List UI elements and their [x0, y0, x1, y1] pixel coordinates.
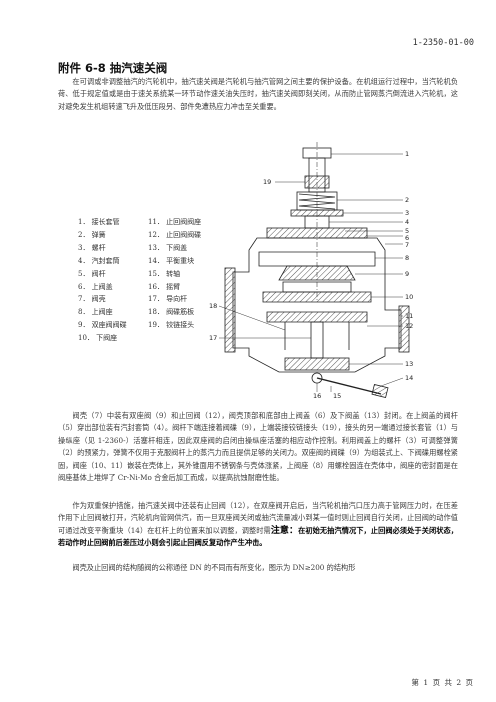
legend-item: 15． 转轴: [148, 269, 181, 278]
callout-label: 17: [209, 334, 217, 342]
callout-label: 5: [405, 227, 409, 235]
page-title: 附件 6-8 抽汽速关阀: [58, 61, 168, 75]
lower-seat: [262, 291, 372, 303]
legend-row: 7． 阀壳 17． 导向杆: [78, 293, 201, 306]
lower-bonnet: [284, 357, 350, 371]
callout-label: 16: [313, 392, 321, 400]
guide-rod: [310, 321, 324, 359]
legend-row: 3． 螺杆 13． 下阀盖: [78, 242, 201, 255]
legend-item: 14． 平衡重块: [148, 256, 195, 265]
diagram-callouts: 1 2 3 4 5 6 7 8 9 10 11 12 13 14 15 16 1…: [209, 150, 413, 400]
callout-label: 18: [209, 302, 217, 310]
upper-bonnet: [266, 227, 368, 239]
document-number: 1-2350-01-00: [412, 38, 474, 48]
legend-row: 10． 下阀座: [78, 332, 201, 345]
legend-item: 8． 上阀座: [78, 308, 113, 317]
legend-item: 2． 弹簧: [78, 230, 106, 239]
hinge-joint: [304, 175, 330, 189]
valve-cross-section-diagram: 1 2 3 4 5 6 7 8 9 10 11 12 13 14 15 16 1…: [209, 142, 413, 400]
spring: [298, 193, 336, 210]
legend-item: 7． 阀壳: [78, 295, 106, 304]
disc-lower: [282, 281, 352, 293]
legend-row: 5． 阀杆 15． 转轴: [78, 268, 201, 281]
check-valve-paragraph: 作为双重保护措施，抽汽速关阀中还装有止回阀（12），在双座阀开启后，当汽轮机抽汽…: [58, 500, 458, 550]
callout-label: 13: [405, 360, 413, 368]
structure-paragraph: 阀壳（7）中装有双座阀（9）和止回阀（12），阀壳顶部和底部由上阀盖（6）及下阀…: [58, 411, 458, 483]
intro-paragraph: 在可调或非调整抽汽的汽轮机中，抽汽速关阀是汽轮机与抽汽管网之间主要的保护设备。在…: [58, 77, 458, 111]
legend-row: 8． 上阀座 18． 阀碟筋板: [78, 306, 201, 319]
legend-item: 13． 下阀盖: [148, 243, 188, 252]
structure-variation-paragraph: 阀壳及止回阀的结构随阀的公称通径 DN 的不同而有所变化，图示为 DN≥200 …: [72, 563, 356, 572]
callout-label: 9: [405, 270, 409, 278]
callout-label: 11: [405, 312, 413, 320]
legend-item: 19． 铰链接头: [148, 321, 195, 330]
legend-item: 6． 上阀盖: [78, 282, 113, 291]
callout-label: 19: [263, 178, 271, 186]
callout-label: 8: [405, 254, 409, 262]
legend-item: 1． 接长套管: [78, 218, 120, 226]
callout-label: 12: [405, 322, 413, 330]
legend-item: 16． 摇臂: [148, 282, 181, 291]
callout-label: 2: [405, 196, 409, 204]
legend-row: 6． 上阀盖 16． 摇臂: [78, 281, 201, 294]
legend-item: 18． 阀碟筋板: [148, 308, 195, 317]
legend-row: 2． 弹簧 12． 止回阀阀碟: [78, 229, 201, 242]
gland-screw: [290, 209, 344, 217]
parts-legend: 1． 接长套管 11． 止回阀阀座 2． 弹簧 12． 止回阀阀碟 3． 螺杆 13．…: [78, 216, 201, 345]
callout-label: 7: [405, 241, 409, 249]
legend-item: 5． 阀杆: [78, 269, 106, 278]
double-seat-disc: [278, 265, 356, 281]
check-valve-disc: [266, 311, 368, 323]
legend-item: 10． 下阀座: [78, 334, 118, 343]
legend-item: 11． 止回阀阀座: [148, 218, 202, 226]
callout-label: 3: [405, 209, 409, 217]
check-valve-text: 作为双重保护措施，抽汽速关阀中还装有止回阀（12），在双座阀开启后，当汽轮机抽汽…: [58, 501, 458, 535]
valve-body: [232, 237, 402, 373]
legend-item: 4． 汽封套筒: [78, 256, 120, 265]
legend-item: 12． 止回阀阀碟: [148, 230, 202, 239]
legend-row: 9． 双座阀阀碟 19． 铰链接头: [78, 319, 201, 332]
callout-label: 1: [405, 150, 409, 158]
note-label: 注意：: [270, 525, 299, 536]
note-text: 在初始无抽汽情况下，止回阀必须处于关闭状态，若动作时止回阀前后差压过小则会引起止…: [58, 525, 458, 548]
callout-label: 14: [405, 374, 413, 382]
rocker-arm: [316, 377, 382, 395]
callout-label: 6: [405, 234, 409, 242]
legend-row: 4． 汽封套筒 14． 平衡重块: [78, 255, 201, 268]
callout-label: 4: [405, 218, 409, 226]
legend-item: 3． 螺杆: [78, 243, 106, 252]
outlet-flange: [398, 305, 410, 353]
balance-weight: [371, 383, 389, 399]
legend-item: 9． 双座阀阀碟: [78, 321, 127, 330]
legend-row: 1． 接长套管 11． 止回阀阀座: [78, 216, 201, 229]
upper-seat: [258, 251, 376, 267]
page-number: 第 1 页 共 2 页: [411, 678, 474, 687]
callout-label: 15: [333, 392, 341, 400]
callout-label: 10: [405, 293, 413, 301]
legend-item: 17． 导向杆: [148, 295, 188, 304]
